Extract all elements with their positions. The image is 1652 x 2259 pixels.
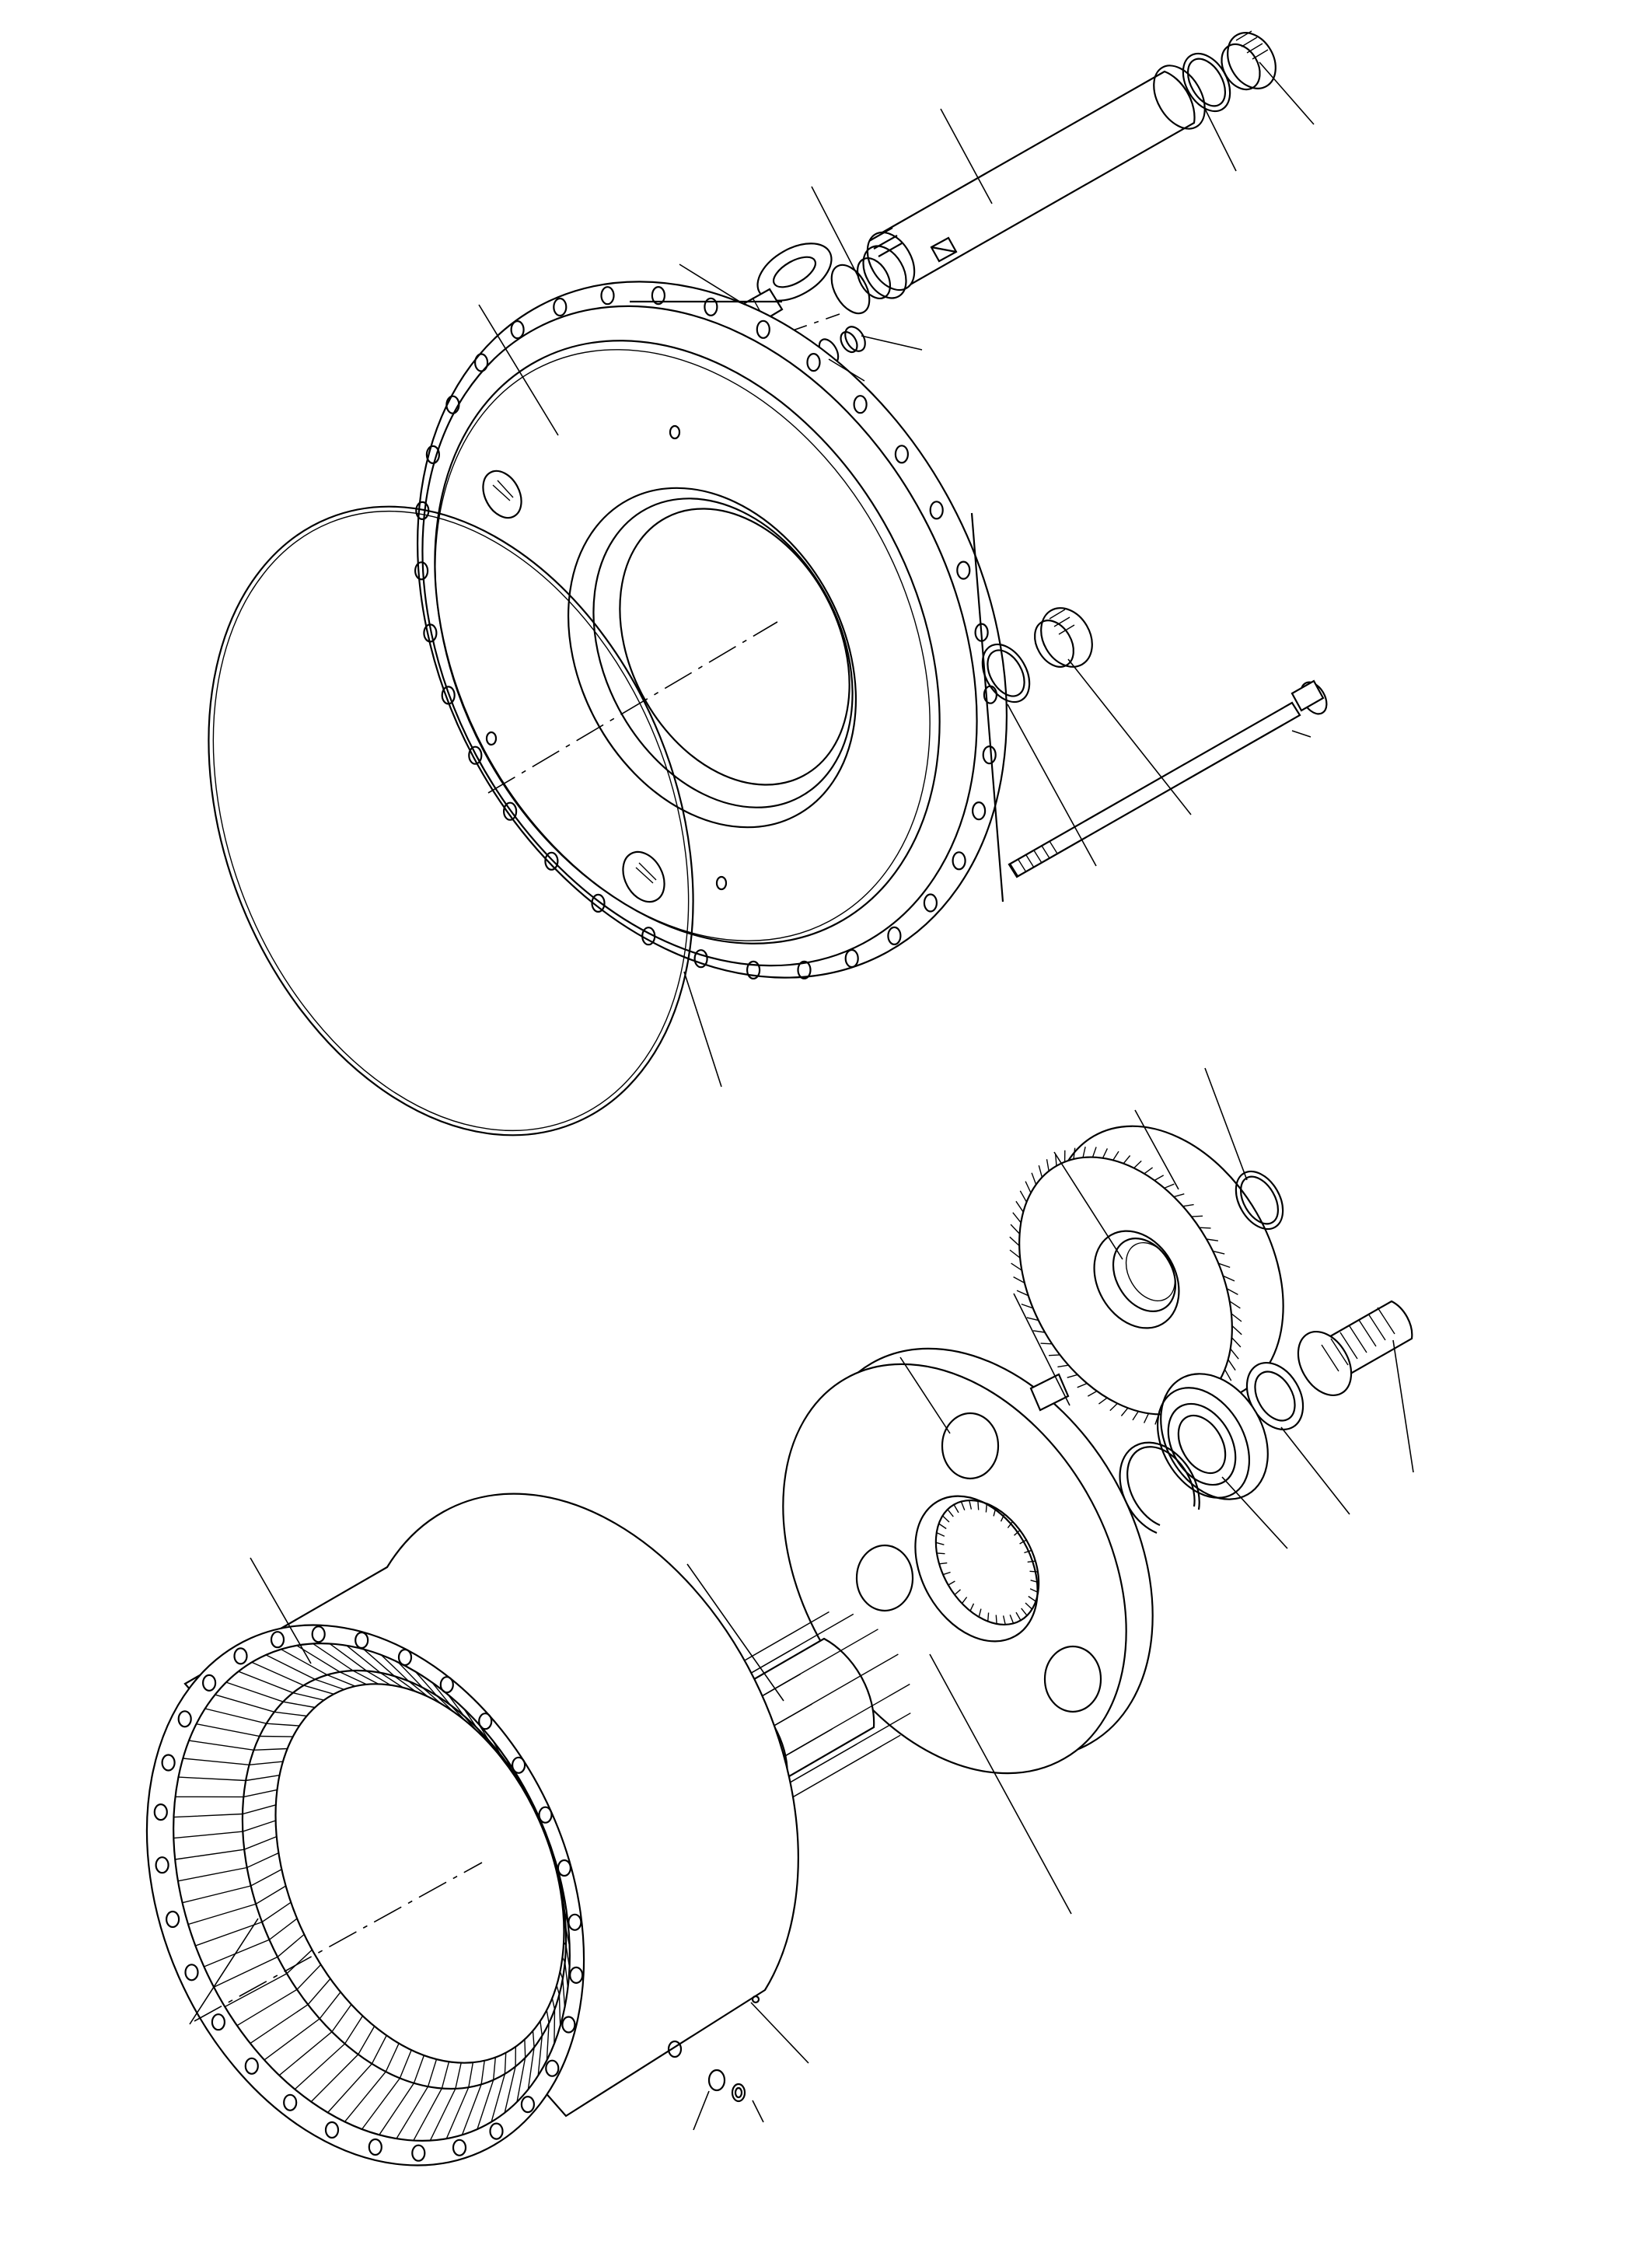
flange-bolt-hole: [704, 297, 718, 316]
side-o-ring-icon: [981, 643, 1031, 704]
flange-bolt-hole: [887, 926, 902, 946]
flange-bolt-hole: [423, 623, 438, 643]
ring-gear-housing-icon: [145, 1493, 799, 2166]
flange-bolt-hole: [502, 801, 518, 821]
flange-bolt-hole: [853, 395, 868, 414]
flange-bolt-hole: [844, 948, 859, 969]
ring-gear-bolt-hole: [478, 1713, 493, 1730]
ring-gear-bolt-hole: [270, 1631, 285, 1649]
flange-bolt-hole: [651, 286, 666, 306]
ring-gear-bolt-hole: [177, 1710, 192, 1728]
ring-gear-bolt-hole: [397, 1648, 413, 1667]
flange-bolt-hole: [445, 395, 460, 414]
flange-bolt-hole: [956, 560, 971, 580]
center-axis-line: [487, 621, 778, 794]
cover-flange-icon: [417, 281, 1008, 979]
ring-gear-bolt-hole: [166, 1910, 180, 1929]
carrier-spline-lines: [935, 1500, 1039, 1625]
flange-bolt-hole: [894, 445, 910, 464]
flange-bolt-hole: [971, 801, 987, 821]
plug-top-icon: [1221, 30, 1277, 91]
ring-gear-bolt-hole: [411, 2144, 426, 2162]
ring-gear-bolt-hole: [569, 1966, 584, 1984]
ring-gear-bolt-hole: [439, 1676, 454, 1694]
flange-bolt-hole: [746, 960, 761, 980]
drain-plug-icon: [667, 2040, 746, 2103]
ring-gear-bolt-hole: [324, 2121, 340, 2139]
ring-gear-bolt-hole: [520, 2096, 536, 2114]
flange-bolt-holes: [414, 286, 998, 980]
ring-gear-bolt-hole: [283, 2093, 298, 2111]
flange-bolt-hole: [473, 353, 489, 372]
shaft-icon: [866, 65, 1206, 292]
o-ring-shaft-icon: [830, 264, 871, 315]
leader-lines: [189, 61, 1414, 2131]
flange-bolt-hole: [591, 893, 606, 913]
ring-gear-bolt-hole: [368, 2138, 382, 2156]
ring-gear-bolt-holes: [153, 1625, 584, 2162]
gasket-ring-icon: [208, 505, 694, 1136]
flange-bolt-hole: [425, 445, 441, 465]
flange-bolt-hole: [553, 297, 568, 317]
ring-gear-bolt-hole: [211, 2013, 225, 2031]
ring-gear-bolt-hole: [557, 1859, 572, 1877]
flange-bolt-hole: [952, 851, 966, 871]
ring-gear-bolt-hole: [354, 1631, 369, 1650]
flange-bolt-hole: [806, 353, 821, 372]
ring-gear-bolt-hole: [155, 1856, 169, 1874]
ring-gear-bolt-hole: [233, 1647, 248, 1665]
ring-gear-bolt-hole: [561, 2016, 576, 2034]
flange-bolt-hole: [510, 320, 525, 340]
ring-gear-bolt-hole: [545, 2059, 560, 2077]
flange-bolt-hole: [982, 745, 997, 765]
flange-bolt-hole: [693, 949, 708, 969]
flange-bolt-hole: [544, 851, 559, 871]
ring-gear-teeth: [173, 1643, 571, 2141]
ring-gear-bolt-hole: [538, 1806, 553, 1824]
ring-gear-bolt-hole: [511, 1756, 526, 1774]
ring-gear-bolt-hole: [311, 1625, 326, 1643]
ring-gear-bolt-hole: [244, 2057, 259, 2075]
ring-gear-bolt-hole: [202, 1674, 217, 1692]
flange-bolt-hole: [929, 501, 944, 520]
ring-gear-bolt-hole: [568, 1913, 582, 1931]
ring-gear-bolt-hole: [452, 2139, 467, 2156]
carrier-splines: [935, 1500, 1039, 1625]
ring-gear-bolt-hole: [161, 1754, 176, 1772]
plug-shaft-end-icon: [856, 245, 907, 299]
flange-bolt-hole: [797, 960, 812, 979]
ring-gear-bolt-hole: [184, 1964, 199, 1981]
washer-small-icon: [751, 1995, 760, 2004]
flange-bolt-hole: [974, 623, 989, 642]
side-plug-icon: [1034, 607, 1093, 668]
ring-gear-bolt-hole: [489, 2122, 504, 2140]
o-ring-top-icon: [1182, 52, 1231, 113]
flange-bolt-hole: [414, 561, 429, 581]
planet-gear-icon: [1009, 1125, 1284, 1425]
flange-bolt-hole: [756, 319, 770, 339]
flange-bolt-hole: [441, 686, 456, 705]
flange-bolt-hole: [641, 927, 656, 946]
flange-bolt-hole: [468, 745, 483, 765]
snap-ring-left-icon: [1119, 1441, 1200, 1535]
pinion-shaft-icon: [1297, 1300, 1413, 1397]
long-bolt-icon: [1008, 679, 1328, 878]
flange-bolt-hole: [600, 286, 615, 306]
ring-gear-tooth-outline: [173, 1643, 571, 2141]
ring-gear-bolt-hole: [153, 1803, 168, 1821]
flange-bolt-hole: [923, 893, 938, 913]
